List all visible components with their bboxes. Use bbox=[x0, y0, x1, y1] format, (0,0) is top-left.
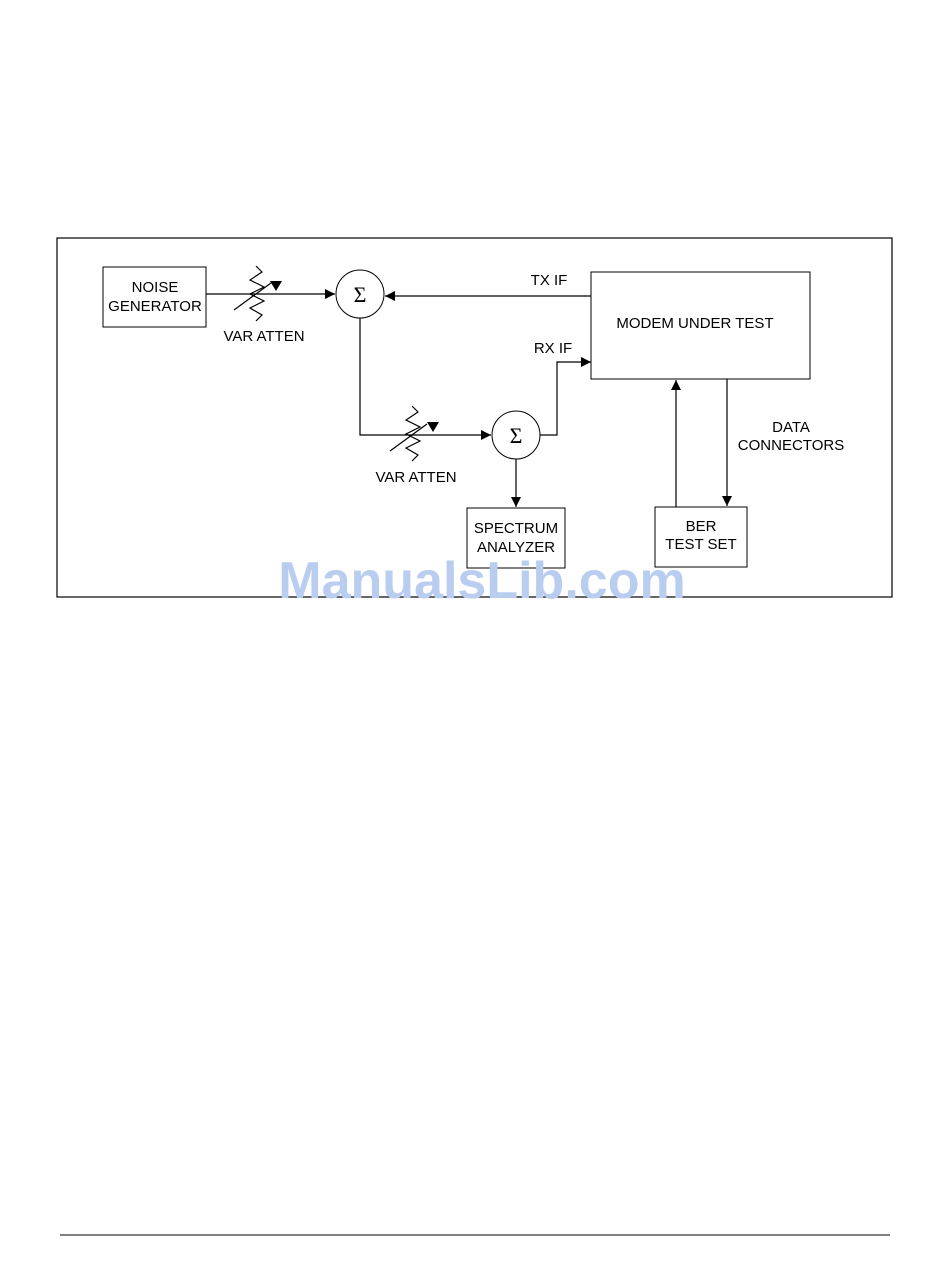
spectrum-analyzer-line-1: SPECTRUM bbox=[474, 520, 558, 537]
summer1-to-summer2-line bbox=[360, 318, 491, 435]
noise-generator-line-1: NOISE bbox=[132, 279, 179, 296]
summing-symbol-1: Σ bbox=[354, 282, 367, 307]
summing-junction-2: Σ bbox=[492, 411, 540, 459]
var-atten-2-symbol bbox=[390, 406, 439, 461]
summing-junction-1: Σ bbox=[336, 270, 384, 318]
noise-generator-block: NOISE GENERATOR bbox=[103, 267, 206, 327]
data-connectors-line-2: CONNECTORS bbox=[738, 437, 844, 454]
modem-under-test-block: MODEM UNDER TEST bbox=[591, 272, 810, 379]
rx-if-label: RX IF bbox=[534, 340, 572, 357]
watermark: ManualsLib.com bbox=[278, 552, 685, 610]
ber-test-set-line-1: BER bbox=[686, 518, 717, 535]
summing-symbol-2: Σ bbox=[510, 423, 523, 448]
data-connectors-line-1: DATA bbox=[772, 419, 810, 436]
rx-if-line bbox=[540, 362, 591, 435]
modem-under-test-label: MODEM UNDER TEST bbox=[616, 315, 773, 332]
ber-test-set-line-2: TEST SET bbox=[665, 536, 736, 553]
var-atten-2-label: VAR ATTEN bbox=[375, 469, 456, 486]
noise-generator-line-2: GENERATOR bbox=[108, 298, 202, 315]
tx-if-label: TX IF bbox=[531, 272, 568, 289]
var-atten-1-label: VAR ATTEN bbox=[223, 328, 304, 345]
